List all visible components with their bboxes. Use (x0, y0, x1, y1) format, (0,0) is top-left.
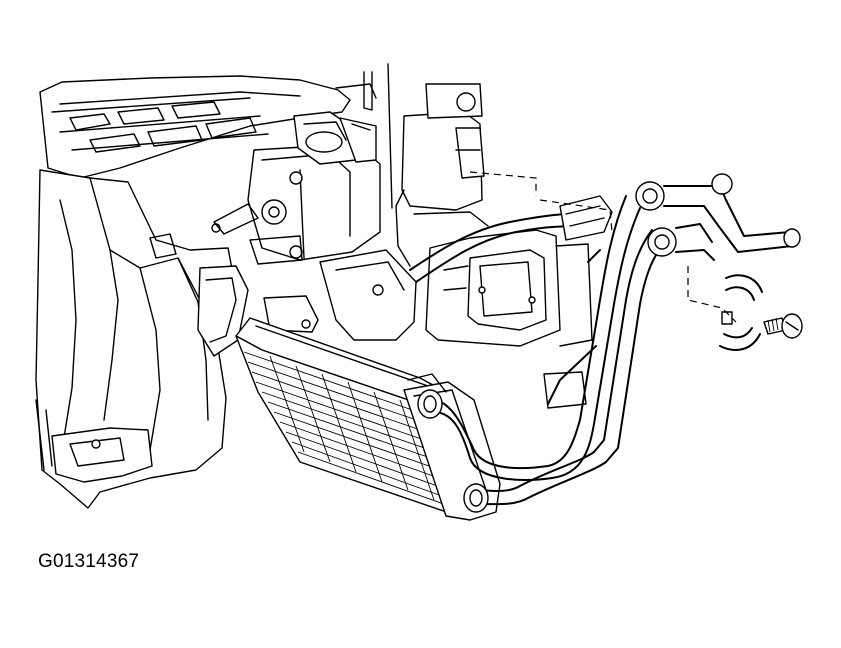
figure-id-label: G01314367 (38, 551, 140, 572)
vacuum-lines (409, 195, 613, 283)
pipe-clamp (719, 274, 763, 351)
mount-bracket (395, 83, 489, 267)
actuator-motor (213, 63, 393, 265)
retaining-screw (763, 313, 803, 339)
control-module (425, 229, 593, 347)
leader-lines (469, 171, 737, 323)
lower-bracket (263, 249, 417, 341)
heater-housing (35, 75, 351, 509)
heater-pipes (417, 173, 801, 513)
heater-core (235, 317, 501, 521)
